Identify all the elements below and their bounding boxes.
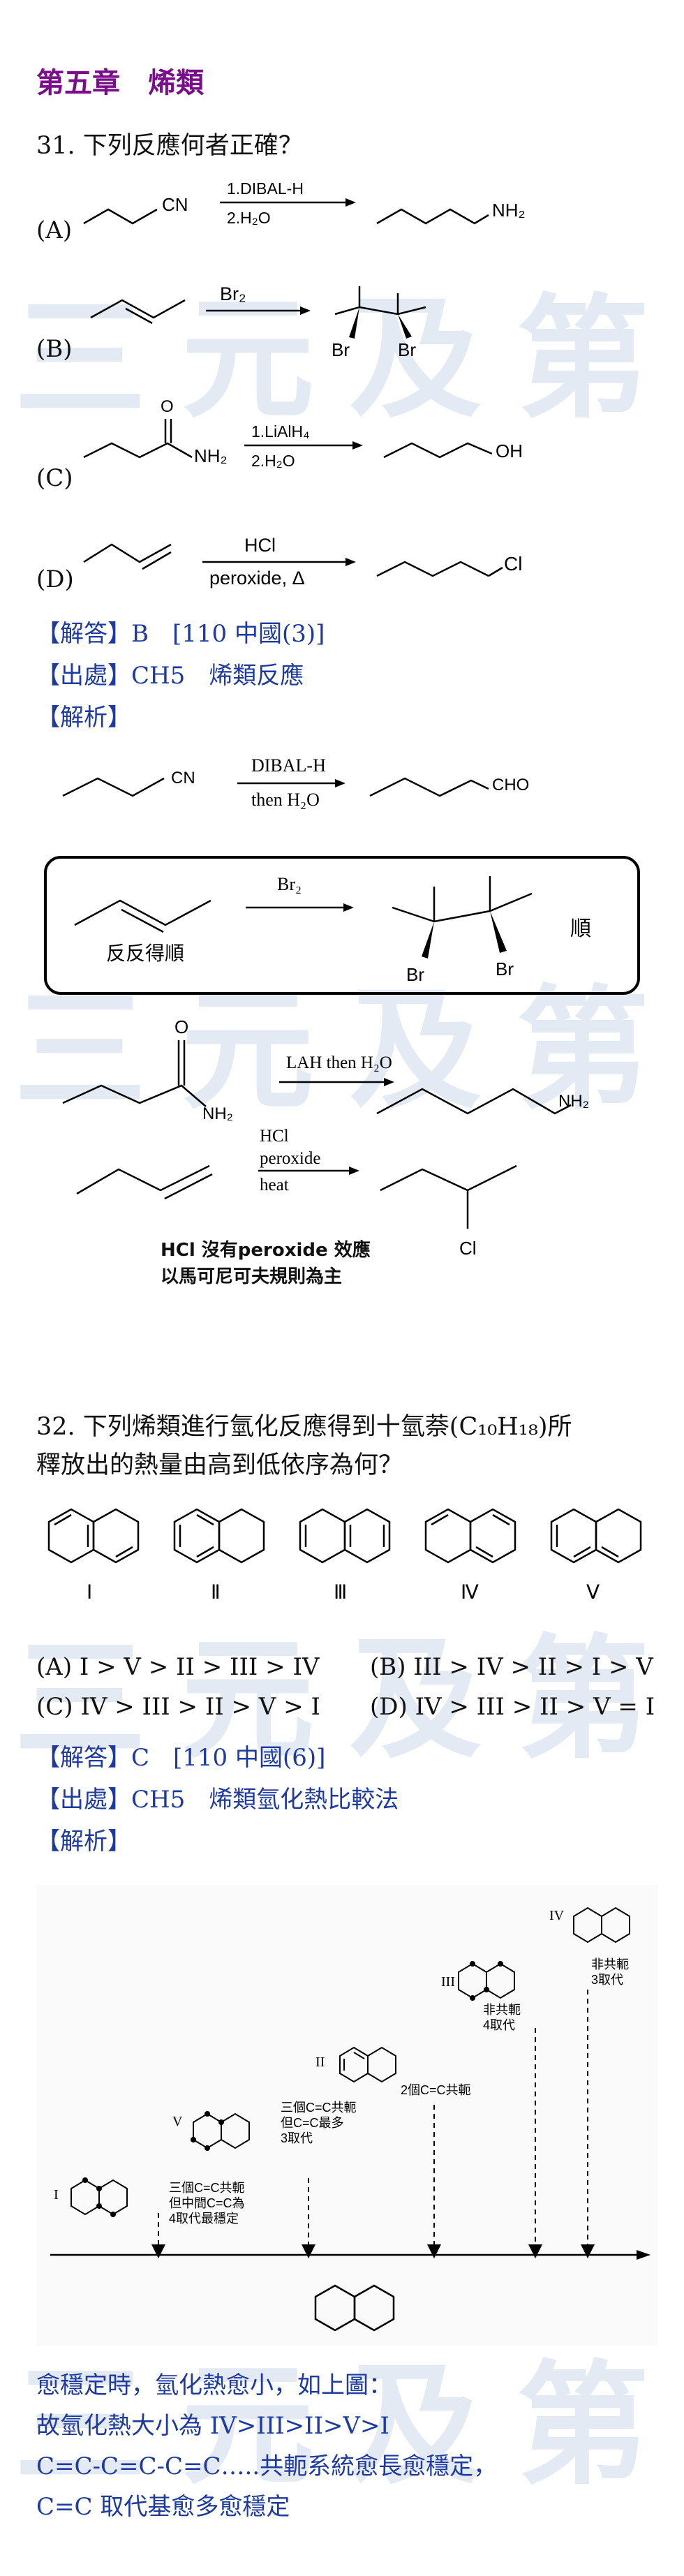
lah-reagent: LAH then H₂O bbox=[286, 1053, 392, 1072]
q31-question: 31. 下列反應何者正確？ bbox=[36, 132, 303, 160]
watermark-1: 三元及第 bbox=[14, 282, 684, 436]
label-IV: Ⅳ bbox=[461, 1582, 479, 1604]
diagram-label-II: II bbox=[315, 2055, 325, 2070]
nh2-label: NH₂ bbox=[194, 445, 228, 466]
br2-reagent: Br₂ bbox=[220, 283, 246, 304]
q32-question-line1: 32. 下列烯類進行氫化反應得到十氫萘(C₁₀H₁₈)所 bbox=[36, 1413, 572, 1441]
q31-option-d-scheme: HCl peroxide, Δ Cl bbox=[83, 535, 522, 589]
q32-structures: Ⅰ Ⅱ Ⅲ Ⅳ Ⅴ bbox=[47, 1508, 642, 1604]
diagram-V-note3: 3取代 bbox=[281, 2131, 313, 2145]
dibal-reagent: DIBAL-H bbox=[251, 755, 326, 776]
diagram-V-note2: 但C=C最多 bbox=[281, 2116, 344, 2130]
oh-label: OH bbox=[496, 441, 523, 461]
hcl-reagent: HCl bbox=[260, 1127, 289, 1146]
diagram-IV-note2: 3取代 bbox=[591, 1973, 623, 1987]
choice-d: (D) IV > III > II > V = I bbox=[370, 1693, 655, 1721]
structure-V: Ⅴ bbox=[550, 1508, 642, 1604]
reagent-1: 1.DIBAL-H bbox=[227, 179, 304, 198]
label-I: Ⅰ bbox=[87, 1582, 92, 1604]
structure-II: Ⅱ bbox=[173, 1508, 265, 1604]
nh2-product-label: NH₂ bbox=[558, 1092, 589, 1111]
note-markovnikov: 以馬可尼可夫規則為主 bbox=[161, 1266, 343, 1287]
diagram-V-note1: 三個C=C共軛 bbox=[281, 2101, 357, 2115]
nh2-label: NH₂ bbox=[202, 1104, 233, 1123]
diagram-II-note1: 2個C=C共軛 bbox=[401, 2083, 471, 2097]
structure-III: Ⅲ bbox=[299, 1508, 391, 1604]
q31-option-c-scheme: O NH₂ 1.LiAlH₄ 2.H₂O OH bbox=[83, 397, 523, 470]
syn-label: 順 bbox=[570, 917, 591, 940]
q31-option-a-label: (A) bbox=[36, 216, 73, 244]
q32-explain-heading: 【解析】 bbox=[36, 1828, 131, 1856]
chapter-title: 第五章 烯類 bbox=[36, 66, 204, 99]
o-label: O bbox=[161, 397, 174, 416]
diagram-label-IV: IV bbox=[549, 1908, 565, 1923]
choice-c: (C) IV > III > II > V > I bbox=[36, 1693, 320, 1721]
explain-reaction-1: CN DIBAL-H then H₂O CHO bbox=[62, 755, 529, 810]
diagram-I-note3: 4取代最穩定 bbox=[169, 2212, 239, 2226]
conclusion-line1: 愈穩定時，氫化熱愈小，如上圖： bbox=[36, 2371, 392, 2399]
q31-option-c-label: (C) bbox=[36, 464, 73, 492]
choice-b: (B) III > IV > II > I > V bbox=[370, 1653, 653, 1681]
conclusion-line4: C=C 取代基愈多愈穩定 bbox=[36, 2493, 290, 2521]
watermark-4: 三元及第 bbox=[14, 2348, 684, 2503]
hcl-reagent: HCl bbox=[244, 535, 276, 556]
diagram-IV-note1: 非共軛 bbox=[591, 1957, 629, 1971]
label-V: Ⅴ bbox=[586, 1582, 600, 1604]
q31-answer: 【解答】B [110 中國(3)] bbox=[36, 620, 325, 648]
diagram-III-note2: 4取代 bbox=[483, 2018, 515, 2032]
structure-I: Ⅰ bbox=[47, 1508, 140, 1604]
br2-reagent: Br₂ bbox=[277, 874, 302, 894]
structure-IV: Ⅳ bbox=[424, 1508, 516, 1604]
q31-source: 【出處】CH5 烯類反應 bbox=[36, 662, 304, 690]
h2o-reagent: 2.H₂O bbox=[251, 452, 295, 470]
q31-option-b-label: (B) bbox=[36, 335, 73, 363]
explain-reaction-2-box: 反反得順 Br₂ Br Br 順 bbox=[44, 856, 640, 995]
q32-source: 【出處】CH5 烯類氫化熱比較法 bbox=[36, 1786, 399, 1814]
peroxide-reagent: peroxide bbox=[260, 1149, 320, 1168]
energy-diagram: IV 非共軛 3取代 III 非共軛 4取代 II 2個C=C共軛 V 三個C=… bbox=[50, 1907, 650, 2332]
anti-anti-caption: 反反得順 bbox=[106, 942, 184, 964]
q31-option-b-scheme: Br₂ Br Br bbox=[90, 283, 426, 360]
explain-reaction-3: O NH₂ LAH then H₂O NH₂ bbox=[62, 1016, 589, 1123]
energy-diagram-panel bbox=[36, 1885, 657, 2346]
br-label-1: Br bbox=[406, 964, 424, 985]
o-label: O bbox=[174, 1016, 188, 1037]
note-no-peroxide-effect: HCl 沒有peroxide 效應 bbox=[161, 1240, 371, 1261]
br-label-1: Br bbox=[332, 339, 350, 360]
conclusion-line3: C=C-C=C-C=C…..共軛系統愈長愈穩定， bbox=[36, 2452, 498, 2480]
q31-explain-heading: 【解析】 bbox=[36, 704, 131, 732]
br-label-2: Br bbox=[496, 958, 514, 979]
q32-question-line2: 釋放出的熱量由高到低依序為何？ bbox=[36, 1451, 403, 1479]
choice-a: (A) I > V > II > III > IV bbox=[36, 1653, 320, 1681]
cn-label: CN bbox=[162, 194, 188, 215]
explain-reaction-4: HCl peroxide heat Cl bbox=[76, 1127, 517, 1259]
diagram-label-I: I bbox=[54, 2187, 59, 2203]
diagram-I-note2: 但中間C=C為 bbox=[169, 2196, 245, 2210]
label-II: Ⅱ bbox=[211, 1582, 221, 1604]
label-III: Ⅲ bbox=[334, 1582, 347, 1604]
cl-label: Cl bbox=[459, 1238, 477, 1259]
diagram-label-V: V bbox=[172, 2114, 183, 2129]
cl-label: Cl bbox=[504, 553, 522, 575]
lialh4-reagent: 1.LiAlH₄ bbox=[251, 422, 310, 441]
reagent-2: 2.H₂O bbox=[227, 209, 271, 227]
cho-label: CHO bbox=[492, 776, 529, 794]
conclusion-line2: 故氫化熱大小為 IV>III>II>V>I bbox=[36, 2412, 389, 2440]
water-reagent: then H₂O bbox=[251, 790, 320, 810]
q31-option-a-scheme: CN 1.DIBAL-H 2.H₂O NH₂ bbox=[83, 179, 526, 227]
watermark-3: 三元及第 bbox=[14, 1622, 684, 1777]
cn-label: CN bbox=[171, 769, 195, 787]
heat-reagent: heat bbox=[260, 1176, 289, 1194]
peroxide-reagent: peroxide, Δ bbox=[209, 568, 305, 589]
nh2-label: NH₂ bbox=[492, 200, 526, 221]
diagram-I-note1: 三個C=C共軛 bbox=[169, 2181, 245, 2195]
br-label-2: Br bbox=[398, 339, 416, 360]
diagram-III-note1: 非共軛 bbox=[483, 2003, 521, 2017]
q32-answer: 【解答】C [110 中國(6)] bbox=[36, 1744, 326, 1772]
q31-option-d-label: (D) bbox=[36, 565, 74, 593]
diagram-label-III: III bbox=[441, 1974, 455, 1990]
